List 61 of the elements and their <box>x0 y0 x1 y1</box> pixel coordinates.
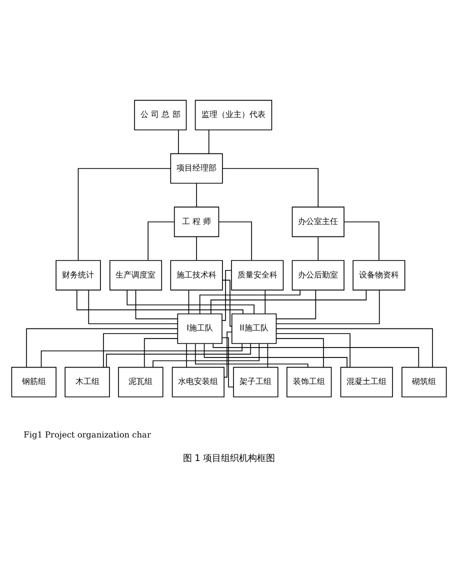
node-box: 钢筋组 <box>11 366 56 398</box>
connector <box>144 338 178 368</box>
connector <box>188 290 190 314</box>
connector <box>264 290 266 314</box>
connector <box>222 168 319 208</box>
connector <box>76 290 244 314</box>
caption: 图 1 项目组织机构框图 <box>182 454 276 464</box>
connector <box>40 343 242 368</box>
connector <box>126 290 254 314</box>
connector <box>135 290 178 320</box>
connector <box>276 290 380 324</box>
connector <box>88 290 178 324</box>
connector <box>276 338 324 368</box>
connector <box>106 343 252 368</box>
connector <box>276 333 350 368</box>
connector <box>212 343 420 368</box>
node-box: 砌筑组 <box>402 366 447 398</box>
node-box: 水电安装组 <box>172 366 224 398</box>
node-box: 财务统计 <box>56 260 101 290</box>
connector <box>218 221 252 261</box>
connector <box>222 270 232 321</box>
connector <box>196 236 197 261</box>
node-box: 生产调度室 <box>109 260 162 290</box>
connector <box>210 290 367 314</box>
connector <box>152 343 260 368</box>
connector <box>178 130 179 154</box>
node-box: 装饰工组 <box>286 366 332 398</box>
node-box: 办公后勤室 <box>292 260 344 290</box>
label: Fig1 Project organization char <box>24 430 151 440</box>
connector <box>344 221 380 261</box>
connector <box>222 337 234 388</box>
connector <box>103 333 178 368</box>
connector <box>186 343 187 368</box>
connector <box>276 290 316 320</box>
connector <box>276 328 433 368</box>
node-box: 办公室主任 <box>292 206 344 238</box>
node-box: 架子工组 <box>233 366 278 398</box>
node-box: 工 程 师 <box>174 206 220 238</box>
node-box: 质量安全科 <box>231 260 284 290</box>
connector <box>148 221 175 261</box>
connector <box>267 343 268 368</box>
node-box: 监理（业主）代表 <box>194 100 272 130</box>
connector <box>78 168 171 261</box>
node-box: I施工队 <box>177 313 222 344</box>
connector <box>224 332 232 378</box>
node-box: 设备物资科 <box>352 260 406 290</box>
node-box: 泥瓦组 <box>118 366 164 398</box>
connector <box>318 236 319 261</box>
connector <box>222 280 232 327</box>
connector <box>208 130 210 154</box>
node-box: 木工组 <box>64 366 110 398</box>
node-box: 项目经理部 <box>170 153 223 184</box>
connector <box>196 182 197 208</box>
connector <box>199 290 300 314</box>
connector <box>204 343 348 368</box>
node-box: 混凝土工组 <box>340 366 393 398</box>
node-box: 施工技术科 <box>170 260 223 290</box>
node-box: II施工队 <box>231 313 277 344</box>
node-box: 公 司 总 部 <box>134 100 187 130</box>
connector <box>26 328 178 368</box>
connector <box>194 343 308 368</box>
